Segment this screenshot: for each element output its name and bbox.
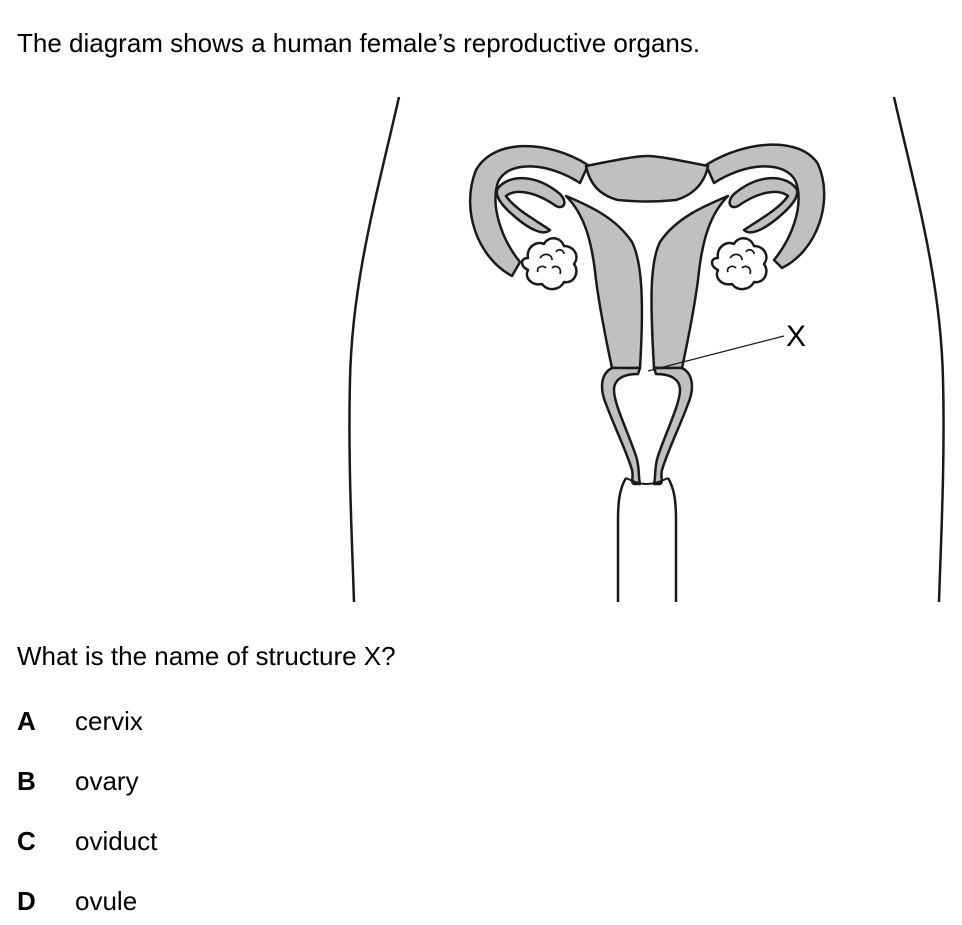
label-x-line — [647, 335, 785, 372]
uterus — [584, 154, 710, 203]
body-outline-right — [892, 96, 945, 603]
option-text: oviduct — [75, 826, 158, 856]
cervix-right — [652, 366, 694, 486]
vagina-top — [625, 477, 669, 486]
fimbria-left — [495, 176, 566, 234]
vagina-right-wall — [666, 477, 678, 602]
option-letter: A — [17, 706, 36, 736]
body-outline-left — [348, 96, 401, 603]
option-letter: B — [17, 766, 36, 796]
option-text: ovule — [75, 886, 138, 916]
option-text: ovary — [75, 766, 139, 796]
option-text: cervix — [75, 706, 143, 736]
vagina-left-wall — [616, 477, 628, 602]
option-letter: D — [17, 886, 36, 916]
intro-text: The diagram shows a human female’s repro… — [17, 28, 701, 58]
cervix-left — [600, 366, 642, 486]
option-letter: C — [17, 826, 36, 856]
ovary-right — [710, 237, 768, 291]
uterine-wall-left — [564, 194, 644, 370]
uterine-wall-right — [650, 194, 730, 370]
question-text: What is the name of structure X? — [17, 641, 396, 671]
ovary-left — [520, 237, 578, 291]
label-x: X — [786, 320, 806, 353]
fimbria-right — [728, 176, 799, 234]
